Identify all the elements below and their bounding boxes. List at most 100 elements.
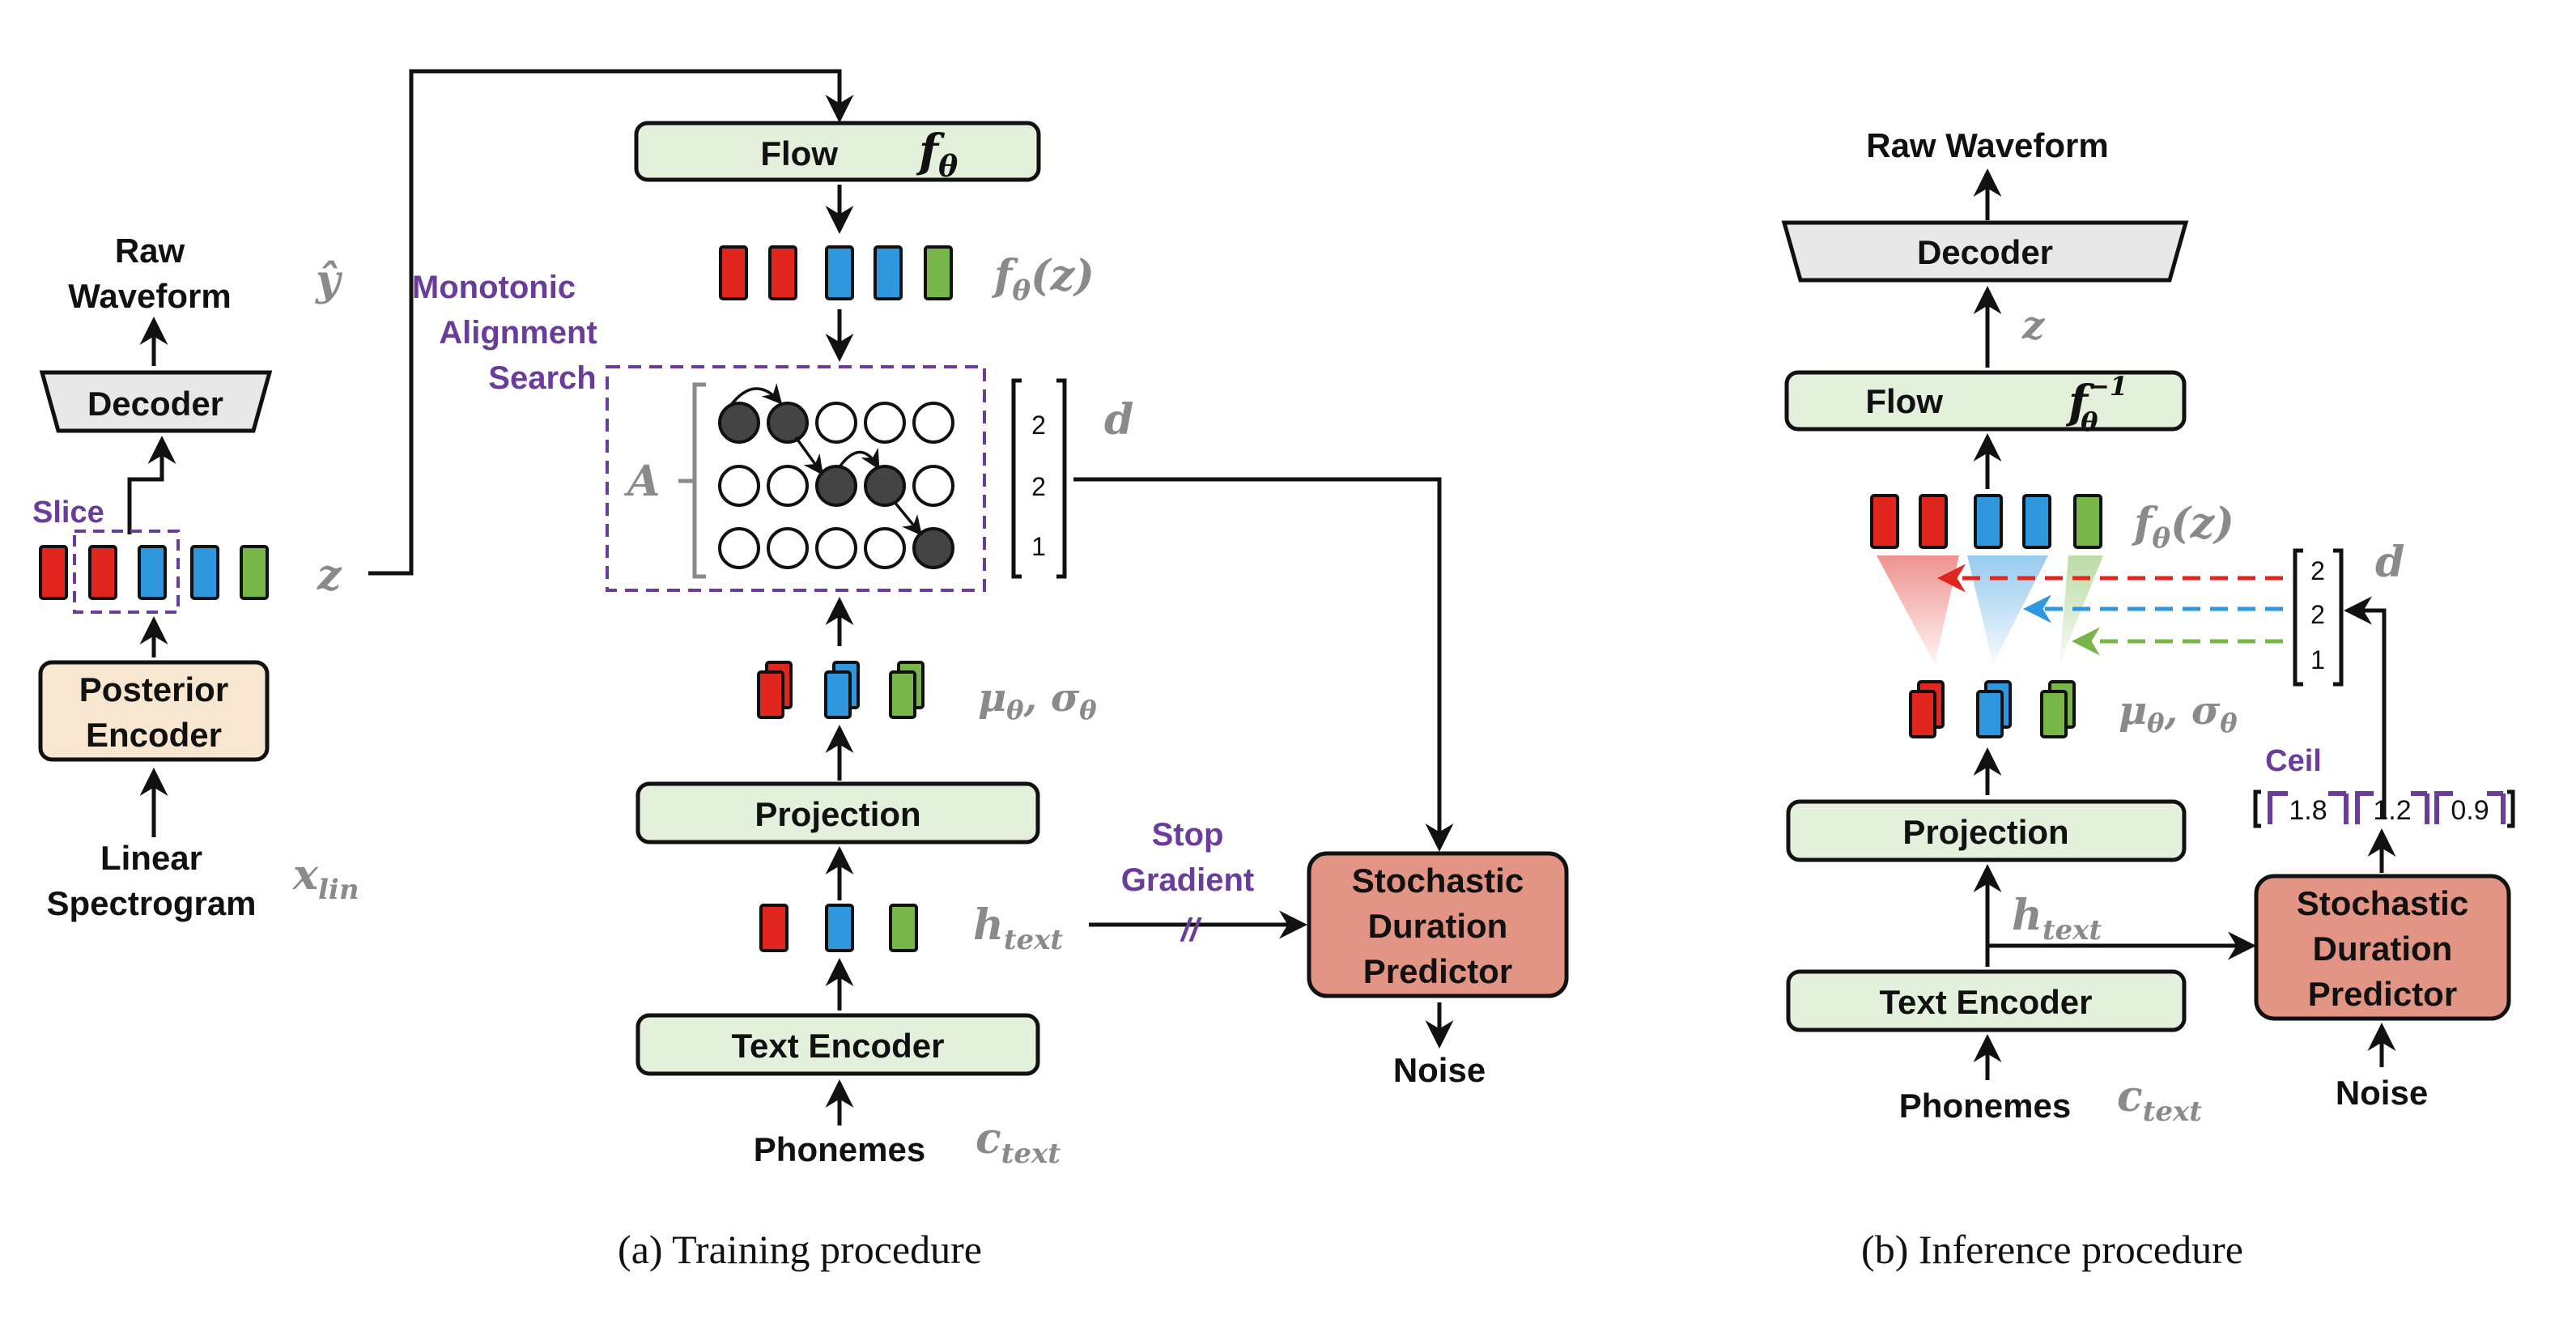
train-decoder-box [39, 370, 273, 433]
align-cell-2-0 [718, 527, 760, 569]
posterior-encoder-label-2: Encoder [86, 716, 222, 754]
inf-d-value-2: 1 [2310, 645, 2325, 674]
z-block-red-1 [39, 545, 68, 600]
inf-decoder-label: Decoder [1917, 233, 2053, 271]
arrow-ceil-to-d [2344, 596, 2387, 819]
inf-sdp-label-2: Duration [2313, 930, 2453, 968]
align-cell-0-2 [815, 402, 857, 444]
musig-red-front [757, 670, 784, 719]
train-y-hat: ŷ [315, 256, 343, 305]
train-d-value-1: 2 [1031, 472, 1046, 501]
posterior-encoder-box [38, 660, 270, 762]
align-cell-2-1 [767, 527, 809, 569]
align-cell-1-3 [864, 465, 906, 507]
align-cell-1-2 [815, 465, 857, 507]
ceil-bracket-1 [2355, 791, 2429, 824]
train-d-value-0: 2 [1031, 411, 1046, 440]
ceil-outer-brackets [2253, 789, 2515, 828]
ceil-value-1: 1.2 [2373, 795, 2411, 826]
stop-gradient-label-1: Stop [1152, 817, 1224, 853]
htext-block-blue [825, 904, 854, 952]
inf-projection-box [1786, 799, 2187, 862]
stop-gradient-label-2: Gradient [1121, 862, 1254, 898]
align-arrow-2 [794, 436, 823, 475]
inf-mu-sigma: μθ, σθ [2119, 688, 2238, 738]
train-z-label: z [317, 551, 342, 600]
inf-d-value-0: 2 [2310, 556, 2325, 585]
ceil-vector: 1.8 1.2 0.9 [2253, 789, 2515, 828]
fz-block-blue-1 [825, 245, 854, 300]
align-arrow-1 [729, 383, 783, 406]
inf-fz-block-red-1 [1870, 494, 1899, 549]
inf-decoder-box [1781, 220, 2189, 283]
inf-flow-box [1784, 370, 2187, 432]
train-d-vector-brackets [1011, 378, 1067, 579]
inf-h-text: htext [2012, 891, 2102, 947]
align-cell-0-1 [767, 402, 809, 444]
inf-fz-block-blue-1 [1974, 494, 2003, 549]
training-panel: Raw Waveform ŷ Decoder Slice z Posterior… [32, 69, 1569, 1272]
train-f-theta-z: fθ(z) [991, 251, 1095, 307]
arrow-d-to-sdp [1073, 477, 1454, 852]
mas-label-2: Alignment [439, 315, 597, 351]
fz-block-green [924, 245, 953, 300]
ceil-bracket-2 [2434, 791, 2506, 824]
musig-green-front [889, 670, 916, 719]
align-cell-0-0 [718, 402, 760, 444]
alignment-matrix [718, 402, 954, 569]
inf-d-vector-brackets [2293, 548, 2344, 687]
htext-block-green [889, 904, 918, 952]
inf-fz-block-blue-2 [2022, 494, 2051, 549]
mas-dashed-box [606, 365, 986, 592]
train-sdp-label-3: Predictor [1363, 952, 1512, 990]
inf-noise-label: Noise [2336, 1074, 2428, 1112]
arrow-slice-to-decoder [127, 436, 176, 534]
linear-spectrogram-label-1: Linear [100, 839, 202, 877]
expand-cone-blue [1967, 555, 2048, 664]
align-arrow-4 [893, 500, 923, 536]
ceil-bracket-0 [2268, 791, 2349, 824]
train-decoder-label: Decoder [87, 385, 223, 423]
stop-gradient-mark: // [1180, 913, 1202, 948]
inf-sdp-box [2254, 874, 2511, 1021]
train-c-text: ctext [976, 1114, 1061, 1170]
align-cell-1-1 [767, 465, 809, 507]
inf-musig-green-front [2040, 690, 2068, 738]
posterior-encoder-label-1: Posterior [79, 670, 228, 708]
ceil-value-2: 0.9 [2451, 795, 2489, 826]
inf-c-text: ctext [2117, 1072, 2202, 1128]
train-phonemes-label: Phonemes [754, 1130, 925, 1168]
align-arrow-3 [837, 447, 880, 470]
alignment-A-label: A [623, 457, 660, 506]
inf-fz-block-red-2 [1919, 494, 1948, 549]
inf-f-theta-z: fθ(z) [2131, 499, 2234, 555]
train-projection-label: Projection [755, 795, 920, 833]
align-cell-1-0 [718, 465, 760, 507]
align-cell-2-4 [912, 527, 954, 569]
train-flow-box [634, 121, 1041, 182]
train-raw-waveform-label-1: Raw [115, 232, 185, 270]
linear-spectrogram-label-2: Spectrogram [46, 884, 256, 922]
inference-caption: (b) Inference procedure [1861, 1227, 2243, 1272]
train-h-text: htext [973, 900, 1063, 956]
expand-cone-red [1877, 555, 1959, 664]
ceil-value-0: 1.8 [2289, 795, 2327, 826]
inf-musig-red-front [1909, 690, 1936, 738]
x-lin-label: xlin [292, 850, 359, 906]
z-block-blue-1 [138, 545, 167, 600]
train-sdp-label-2: Duration [1368, 907, 1508, 945]
alignment-path [729, 383, 923, 536]
train-raw-waveform-label-2: Waveform [68, 277, 232, 315]
align-cell-1-4 [912, 465, 954, 507]
fz-block-red-1 [719, 245, 748, 300]
inf-phonemes-label: Phonemes [1899, 1087, 2071, 1125]
train-sdp-box [1307, 851, 1569, 998]
train-mu-sigma: μθ, σθ [978, 675, 1097, 725]
inf-z-label: z [2021, 303, 2046, 348]
z-block-blue-2 [190, 545, 219, 600]
train-sdp-label-1: Stochastic [1352, 862, 1524, 900]
align-cell-0-3 [864, 402, 906, 444]
inf-d-value-1: 2 [2310, 600, 2325, 629]
